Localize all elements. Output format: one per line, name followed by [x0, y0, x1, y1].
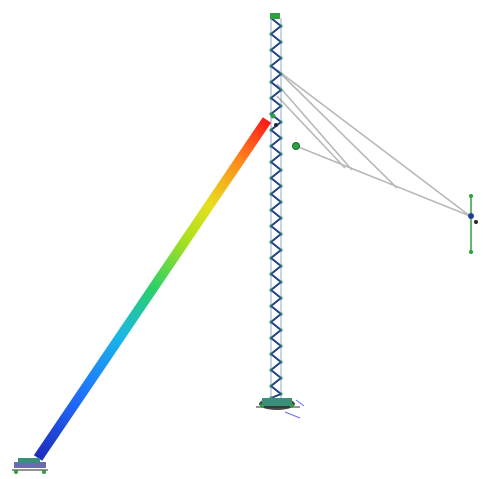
outrigger-member[interactable] — [468, 194, 478, 254]
mast-diagonal — [270, 241, 282, 251]
mast-diagonal — [270, 217, 282, 227]
mast-diagonal — [270, 353, 282, 363]
mast-diagonal — [270, 233, 282, 243]
mast-diagonal — [270, 377, 282, 387]
mast-diagonal — [270, 129, 282, 139]
mast-diagonal — [270, 145, 282, 155]
mast-diagonal — [270, 329, 282, 339]
mast-diagonal — [270, 345, 282, 355]
mast-diagonal — [270, 193, 282, 203]
mast-diagonal — [270, 137, 282, 147]
mast-diagonal — [270, 153, 282, 163]
boom-base-support[interactable] — [12, 458, 48, 474]
mast-diagonal — [270, 97, 282, 107]
mast-diagonal — [270, 17, 282, 27]
mast-diagonal — [270, 305, 282, 315]
mast-diagonal — [270, 281, 282, 291]
mast-top[interactable] — [270, 13, 280, 19]
mast-diagonal — [270, 161, 282, 171]
mast-diagonal — [270, 337, 282, 347]
mast-diagonal — [270, 257, 282, 267]
mast-diagonal — [270, 57, 282, 67]
mast-diagonal — [270, 249, 282, 259]
mast-diagonal — [270, 73, 282, 83]
mast-diagonal — [270, 25, 282, 35]
mast-diagonal — [270, 177, 282, 187]
mast-diagonal — [270, 41, 282, 51]
mast-diagonal — [270, 209, 282, 219]
mast-diagonal — [270, 89, 282, 99]
mast-diagonal — [270, 201, 282, 211]
mast-diagonal — [270, 369, 282, 379]
mast-diagonal — [270, 81, 282, 91]
mast-diagonal — [270, 297, 282, 307]
mast-diagonal — [270, 313, 282, 323]
mast-diagonal — [270, 265, 282, 275]
mast-diagonal — [270, 361, 282, 371]
mast-diagonal — [270, 385, 282, 395]
mast-diagonal — [270, 169, 282, 179]
mast-diagonal — [270, 33, 282, 43]
mast-diagonal — [270, 289, 282, 299]
mast-diagonal — [270, 105, 282, 115]
mast-diagonal — [270, 393, 282, 399]
boom-member[interactable] — [33, 117, 272, 461]
mast-diagonal — [270, 225, 282, 235]
mast-diagonal — [270, 273, 282, 283]
cable-stays[interactable] — [276, 69, 471, 217]
mast-diagonal — [270, 321, 282, 331]
mast-diagonal — [270, 185, 282, 195]
lattice-mast[interactable] — [269, 17, 283, 400]
boom-joint-node[interactable] — [270, 113, 300, 150]
mast-diagonal — [270, 49, 282, 59]
mast-base-support[interactable] — [256, 398, 305, 419]
mast-diagonal — [270, 65, 282, 75]
